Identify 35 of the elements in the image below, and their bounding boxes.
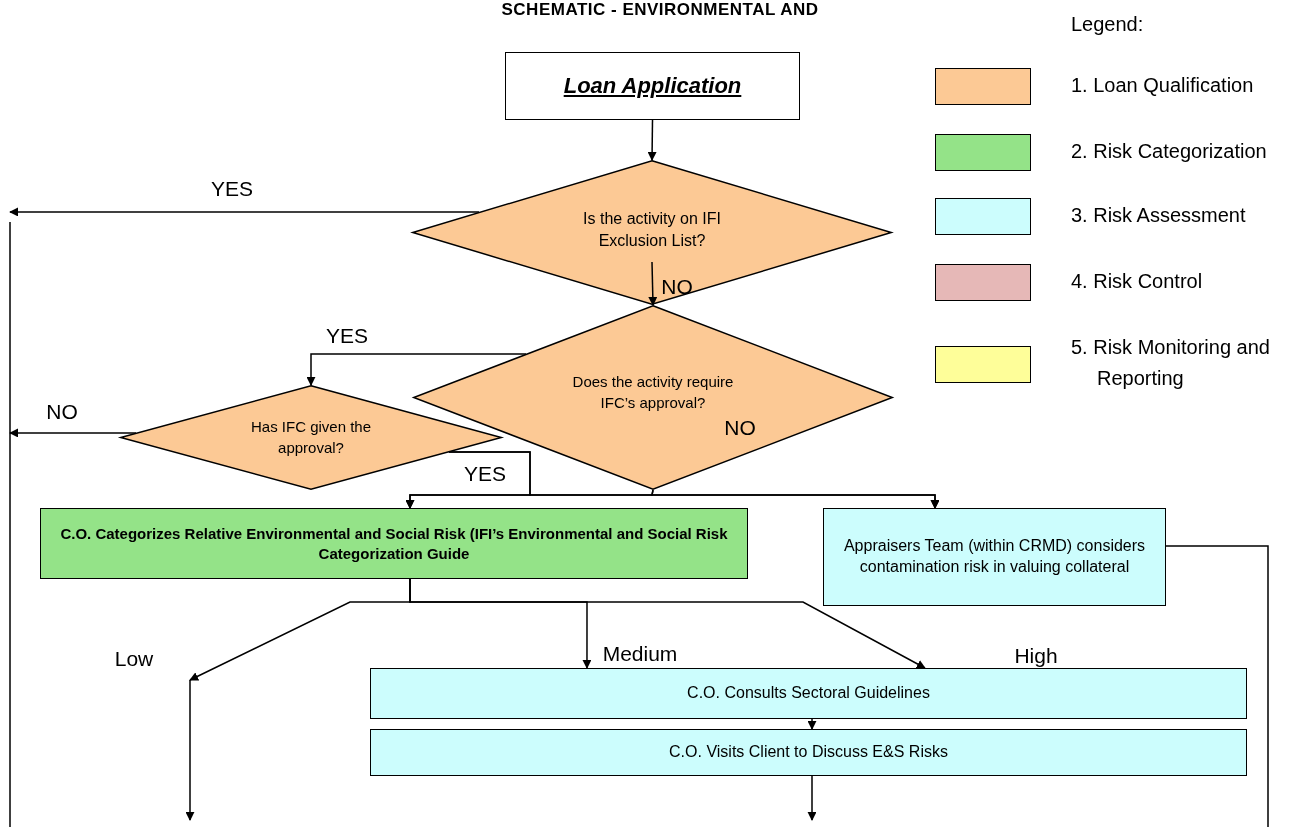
edge-label: YES [211,177,253,201]
edge-label: NO [724,416,756,440]
process-box: C.O. Categorizes Relative Environmental and Social Risk (IFI’s Environmental and Social Risk Categorization Guide [40,508,748,579]
decision-diamond [412,160,892,305]
diagram-title: SCHEMATIC - ENVIRONMENTAL AND [500,0,820,20]
arrow [651,489,940,509]
legend-label: 3. Risk Assessment [1071,203,1247,228]
arrow [409,578,926,669]
arrow [648,261,658,306]
connector-line [1165,545,1269,827]
arrow [9,428,137,438]
edge-label: YES [464,462,506,486]
arrow [807,775,817,821]
legend-label: 4. Risk Control [1071,269,1204,294]
edge-label: YES [326,324,368,348]
arrow [647,119,657,161]
edge-label: NO [46,400,78,424]
edge-label: Low [114,647,154,671]
arrow [807,718,817,730]
process-box: Appraisers Team (within CRMD) considers contamination risk in valuing collateral [823,508,1166,606]
process-box: C.O. Visits Client to Discuss E&S Risks [370,729,1247,776]
start-box: Loan Application [505,52,800,120]
process-box: C.O. Consults Sectoral Guidelines [370,668,1247,719]
legend-title: Legend: [1071,13,1144,36]
arrow [9,207,480,217]
decision-text: Does the activity require IFC’s approval? [571,372,735,413]
edge-label: High [1014,644,1058,668]
decision-text: Has IFC given the approval? [249,417,373,458]
edge-label: NO [661,275,693,299]
legend-label: 2. Risk Categorization [1071,139,1268,164]
arrow [306,353,527,386]
legend-label: 1. Loan Qualification [1071,73,1255,98]
legend-label: 5. Risk Monitoring and Reporting [1071,335,1271,391]
decision-text: Is the activity on IFI Exclusion List? [582,208,722,251]
edge-label: Medium [602,642,678,666]
